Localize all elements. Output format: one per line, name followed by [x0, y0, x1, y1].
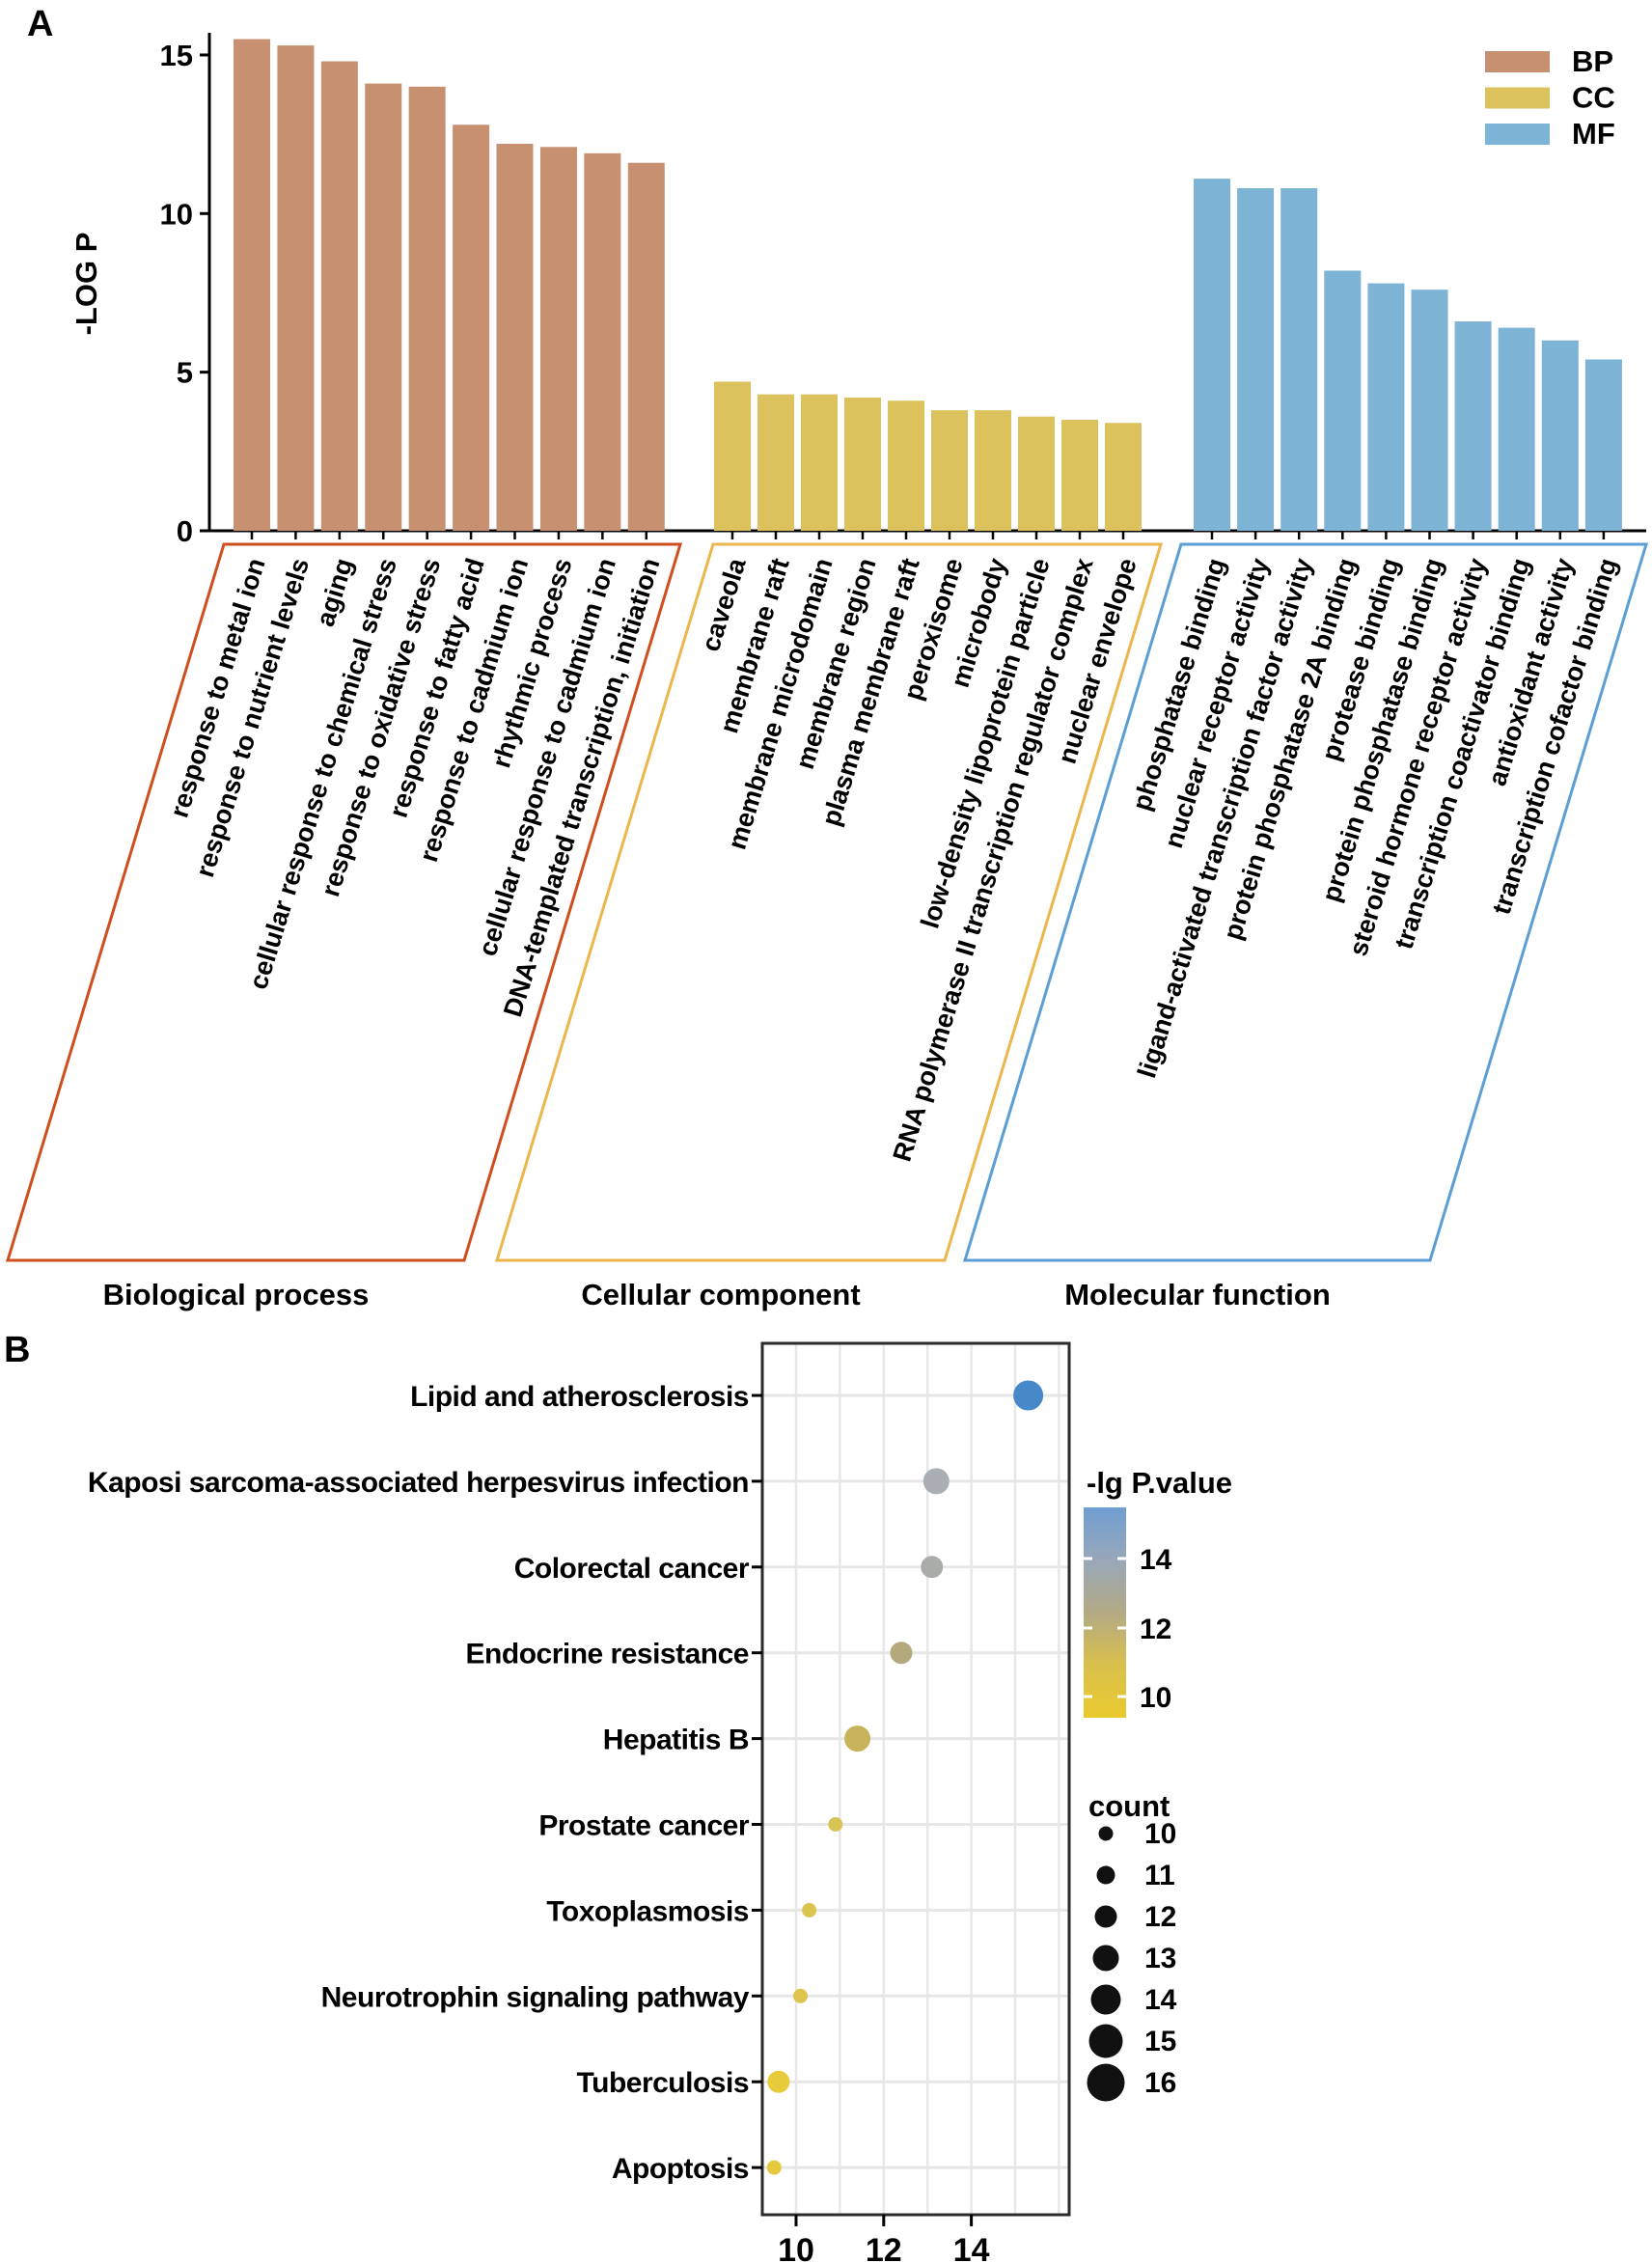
pathway-label-9: Tuberculosis — [577, 2067, 749, 2099]
bar-MF-1 — [1194, 179, 1230, 531]
legend-swatch-CC — [1485, 87, 1550, 109]
bar-CC-10 — [1105, 423, 1142, 531]
x-tick-label: 14 — [953, 2232, 990, 2263]
bar-MF-6 — [1411, 290, 1448, 531]
bar-CC-1 — [714, 381, 751, 531]
bar-MF-2 — [1237, 188, 1275, 531]
bar-CC-2 — [757, 394, 794, 531]
bar-MF-7 — [1454, 321, 1492, 531]
bar-BP-9 — [584, 152, 621, 532]
legend-label-MF: MF — [1572, 117, 1615, 151]
bar-CC-9 — [1061, 419, 1098, 531]
bar-MF-10 — [1584, 359, 1622, 531]
bar-BP-7 — [496, 143, 534, 531]
bar-MF-5 — [1367, 283, 1405, 531]
legend-swatch-BP — [1485, 51, 1550, 72]
group-box-MF — [962, 542, 1649, 1262]
pathway-label-7: Toxoplasmosis — [546, 1895, 749, 1927]
bar-BP-3 — [320, 61, 358, 532]
x-tick-label: 10 — [778, 2232, 814, 2263]
bar-BP-8 — [539, 147, 577, 531]
bar-BP-6 — [453, 124, 490, 531]
pathway-label-4: Endocrine resistance — [466, 1639, 749, 1670]
size-legend-title: count — [1088, 1789, 1170, 1823]
group-caption-MF: Molecular function — [1064, 1278, 1331, 1311]
panel-b-letter: B — [4, 1330, 31, 1370]
bar-BP-10 — [627, 162, 665, 531]
size-legend-dot-10 — [1098, 1826, 1114, 1841]
bar-CC-7 — [975, 410, 1011, 531]
pathway-dot-9 — [767, 2070, 790, 2093]
pathway-dot-7 — [802, 1902, 817, 1918]
size-legend-label-11: 11 — [1144, 1860, 1175, 1891]
size-legend-label-12: 12 — [1144, 1901, 1176, 1933]
bar-MF-8 — [1498, 327, 1535, 531]
size-legend-dot-15 — [1088, 2024, 1123, 2058]
bar-BP-4 — [365, 83, 402, 532]
pathway-label-6: Prostate cancer — [538, 1810, 749, 1842]
size-legend-label-13: 13 — [1144, 1943, 1176, 1974]
bar-BP-1 — [234, 39, 270, 531]
plot-border — [760, 1341, 1071, 2217]
size-legend-dot-16 — [1087, 2063, 1125, 2102]
bar-CC-8 — [1018, 416, 1055, 531]
bar-CC-4 — [844, 397, 881, 531]
group-box-BP — [5, 542, 683, 1262]
size-legend-label-15: 15 — [1144, 2026, 1176, 2057]
size-legend-label-14: 14 — [1144, 1984, 1177, 2016]
y-tick-label: 10 — [160, 197, 193, 231]
color-legend-title: -lg P.value — [1087, 1466, 1232, 1500]
size-legend-dot-12 — [1094, 1905, 1117, 1928]
group-caption-BP: Biological process — [103, 1278, 370, 1311]
bar-MF-3 — [1280, 188, 1318, 531]
bar-label-BP-3: aging — [311, 555, 359, 630]
pathway-label-3: Colorectal cancer — [514, 1553, 750, 1585]
pathway-dot-1 — [1013, 1380, 1044, 1411]
color-legend-tick-label: 12 — [1140, 1614, 1171, 1645]
bar-MF-4 — [1324, 270, 1362, 531]
bar-BP-2 — [277, 45, 315, 532]
y-tick-label: 15 — [160, 39, 193, 72]
pathway-dot-5 — [844, 1725, 871, 1752]
bar-CC-6 — [931, 410, 968, 531]
pathway-dot-2 — [922, 1468, 950, 1495]
pathway-label-10: Apoptosis — [612, 2153, 749, 2185]
x-tick-label: 12 — [866, 2232, 902, 2263]
size-legend-dot-11 — [1096, 1865, 1115, 1885]
color-legend-tick-label: 14 — [1140, 1544, 1172, 1576]
legend-label-BP: BP — [1572, 44, 1613, 78]
pathway-dot-10 — [766, 2160, 782, 2175]
y-axis-title: -LOG P — [69, 233, 103, 336]
pathway-dot-3 — [921, 1556, 944, 1579]
group-box-CC — [494, 542, 1164, 1262]
panel-a-letter: A — [27, 4, 54, 44]
bar-CC-5 — [888, 400, 924, 531]
color-legend-bar — [1084, 1507, 1126, 1718]
y-tick-label: 0 — [177, 514, 193, 548]
bar-BP-5 — [408, 86, 446, 531]
pathway-dot-6 — [828, 1817, 843, 1832]
bar-CC-3 — [801, 394, 838, 531]
bar-MF-9 — [1541, 340, 1579, 531]
pathway-dot-8 — [793, 1988, 809, 2003]
legend-swatch-MF — [1485, 124, 1550, 145]
size-legend-dot-13 — [1092, 1945, 1119, 1972]
color-legend-tick-label: 10 — [1140, 1682, 1171, 1714]
y-tick-label: 5 — [177, 356, 193, 390]
pathway-label-1: Lipid and atherosclerosis — [410, 1381, 749, 1413]
size-legend-label-16: 16 — [1144, 2067, 1176, 2099]
group-caption-CC: Cellular component — [581, 1278, 860, 1311]
pathway-label-2: Kaposi sarcoma-associated herpesvirus in… — [88, 1467, 749, 1499]
pathway-label-8: Neurotrophin signaling pathway — [321, 1981, 750, 2013]
pathway-label-5: Hepatitis B — [603, 1725, 749, 1756]
legend-label-CC: CC — [1572, 81, 1615, 115]
size-legend-label-10: 10 — [1144, 1818, 1176, 1850]
pathway-dot-4 — [890, 1642, 913, 1665]
size-legend-dot-14 — [1090, 1984, 1121, 2015]
